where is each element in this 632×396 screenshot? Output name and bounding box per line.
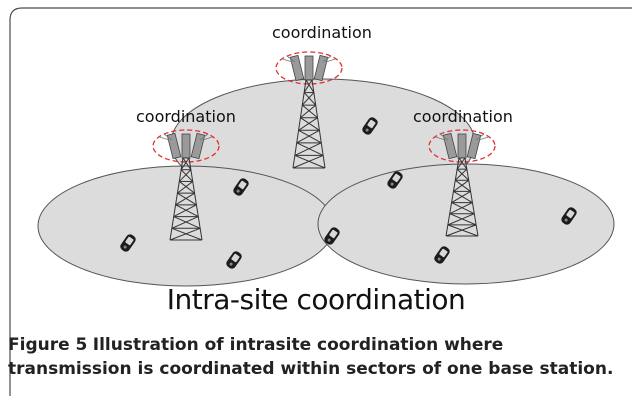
figure-caption-text: Illustration of intrasite coordination w… — [8, 335, 614, 379]
mobile-terminal-8 — [561, 207, 577, 225]
mobile-terminals — [120, 117, 577, 269]
diagram-title: Intra-site coordination — [166, 283, 466, 316]
figure-caption: Figure 5 Illustration of intrasite coord… — [8, 333, 628, 381]
base-station-top — [275, 51, 343, 169]
figure-label: Figure 5 — [8, 335, 88, 355]
figure-frame — [9, 7, 632, 396]
base-station-left-sector-antennas — [166, 132, 206, 160]
base-station-top-coordination-ring — [275, 51, 343, 85]
coordination-label-top: coordination — [272, 23, 372, 42]
mobile-terminal-6 — [324, 227, 340, 245]
cell-left — [37, 165, 335, 287]
base-station-right-lattice — [445, 157, 479, 237]
base-station-right — [428, 129, 496, 237]
base-station-left-coordination-ring — [152, 129, 220, 163]
coordination-label-left: coordination — [136, 107, 236, 126]
coordination-label-right: coordination — [413, 107, 513, 126]
base-station-right-sector-antennas — [442, 132, 482, 160]
mobile-terminal-4 — [120, 234, 136, 252]
mobile-terminal-5 — [226, 251, 242, 269]
base-station-left — [152, 129, 220, 241]
base-station-top-lattice — [292, 79, 326, 169]
base-station-left-lattice — [169, 157, 203, 241]
base-station-right-coordination-ring — [428, 129, 496, 163]
mobile-terminal-2 — [233, 178, 249, 196]
base-stations — [152, 51, 496, 241]
mobile-terminal-3 — [387, 171, 403, 189]
cells — [37, 78, 615, 287]
mobile-terminal-1 — [362, 117, 378, 135]
mobile-terminal-7 — [434, 246, 450, 264]
base-station-top-sector-antennas — [289, 54, 329, 82]
